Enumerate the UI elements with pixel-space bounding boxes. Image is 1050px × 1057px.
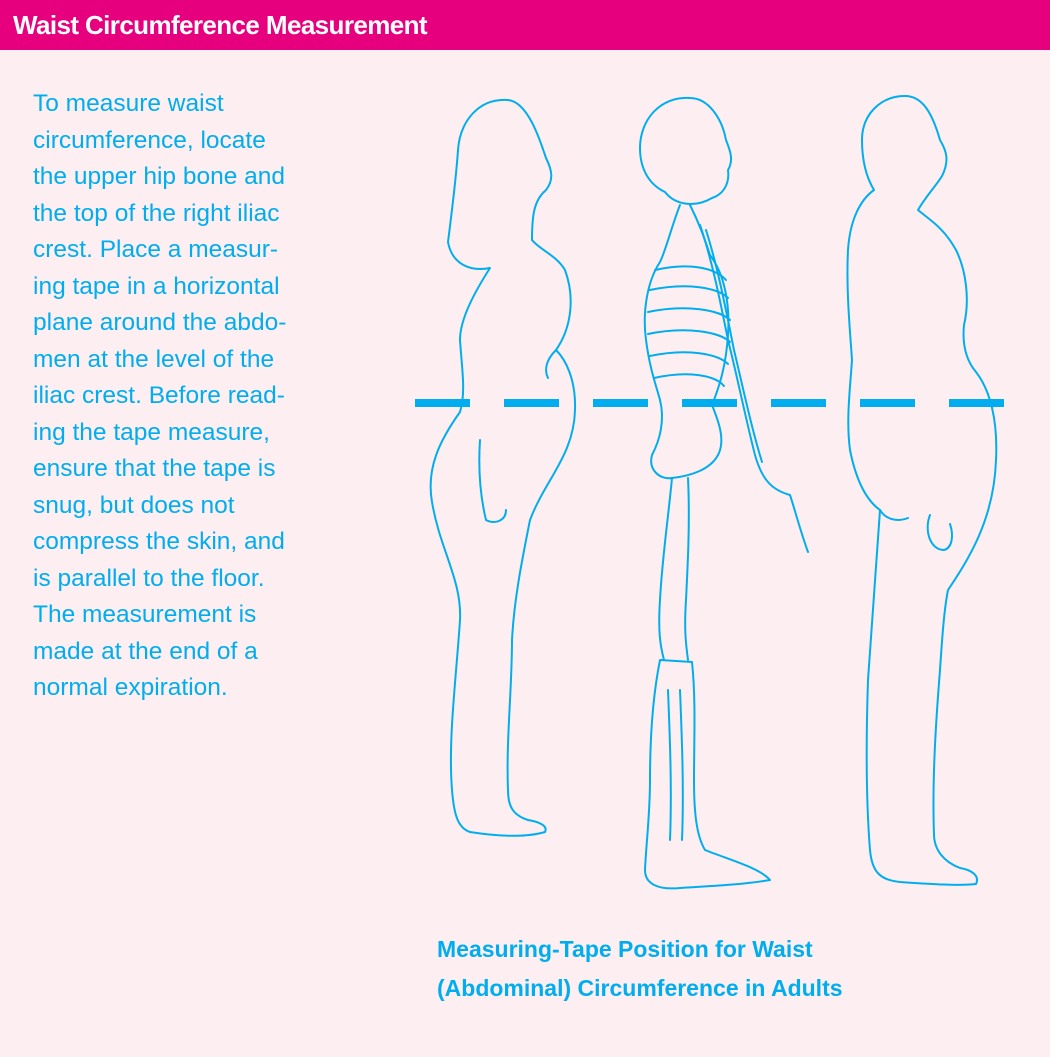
instructions-line: men at the level of the [33,342,373,379]
caption-line: Measuring-Tape Position for Waist [437,930,843,969]
woman-figure-outline [431,100,575,836]
instructions-line: The measurement is [33,597,373,634]
instructions-line: To measure waist [33,86,373,123]
instructions-line: iliac crest. Before read- [33,378,373,415]
instructions-line: made at the end of a [33,634,373,671]
instructions-line: circumference, locate [33,123,373,160]
instructions-line: the top of the right iliac [33,196,373,233]
instructions-text: To measure waist circumference, locate t… [33,86,373,707]
body-figures-illustration [405,80,1025,910]
instructions-line: normal expiration. [33,670,373,707]
header-bar: Waist Circumference Measurement [0,0,1050,50]
instructions-line: is parallel to the floor. [33,561,373,598]
instructions-line: ensure that the tape is [33,451,373,488]
instructions-line: the upper hip bone and [33,159,373,196]
figure-caption: Measuring-Tape Position for Waist (Abdom… [437,930,843,1008]
instructions-line: ing tape in a horizontal [33,269,373,306]
man-figure-outline [847,96,996,885]
page-title: Waist Circumference Measurement [13,10,427,41]
instructions-line: ing the tape measure, [33,415,373,452]
caption-line: (Abdominal) Circumference in Adults [437,969,843,1008]
skeleton-figure [640,98,808,889]
instructions-line: plane around the abdo- [33,305,373,342]
instructions-line: crest. Place a measur- [33,232,373,269]
instructions-line: snug, but does not [33,488,373,525]
instructions-line: compress the skin, and [33,524,373,561]
